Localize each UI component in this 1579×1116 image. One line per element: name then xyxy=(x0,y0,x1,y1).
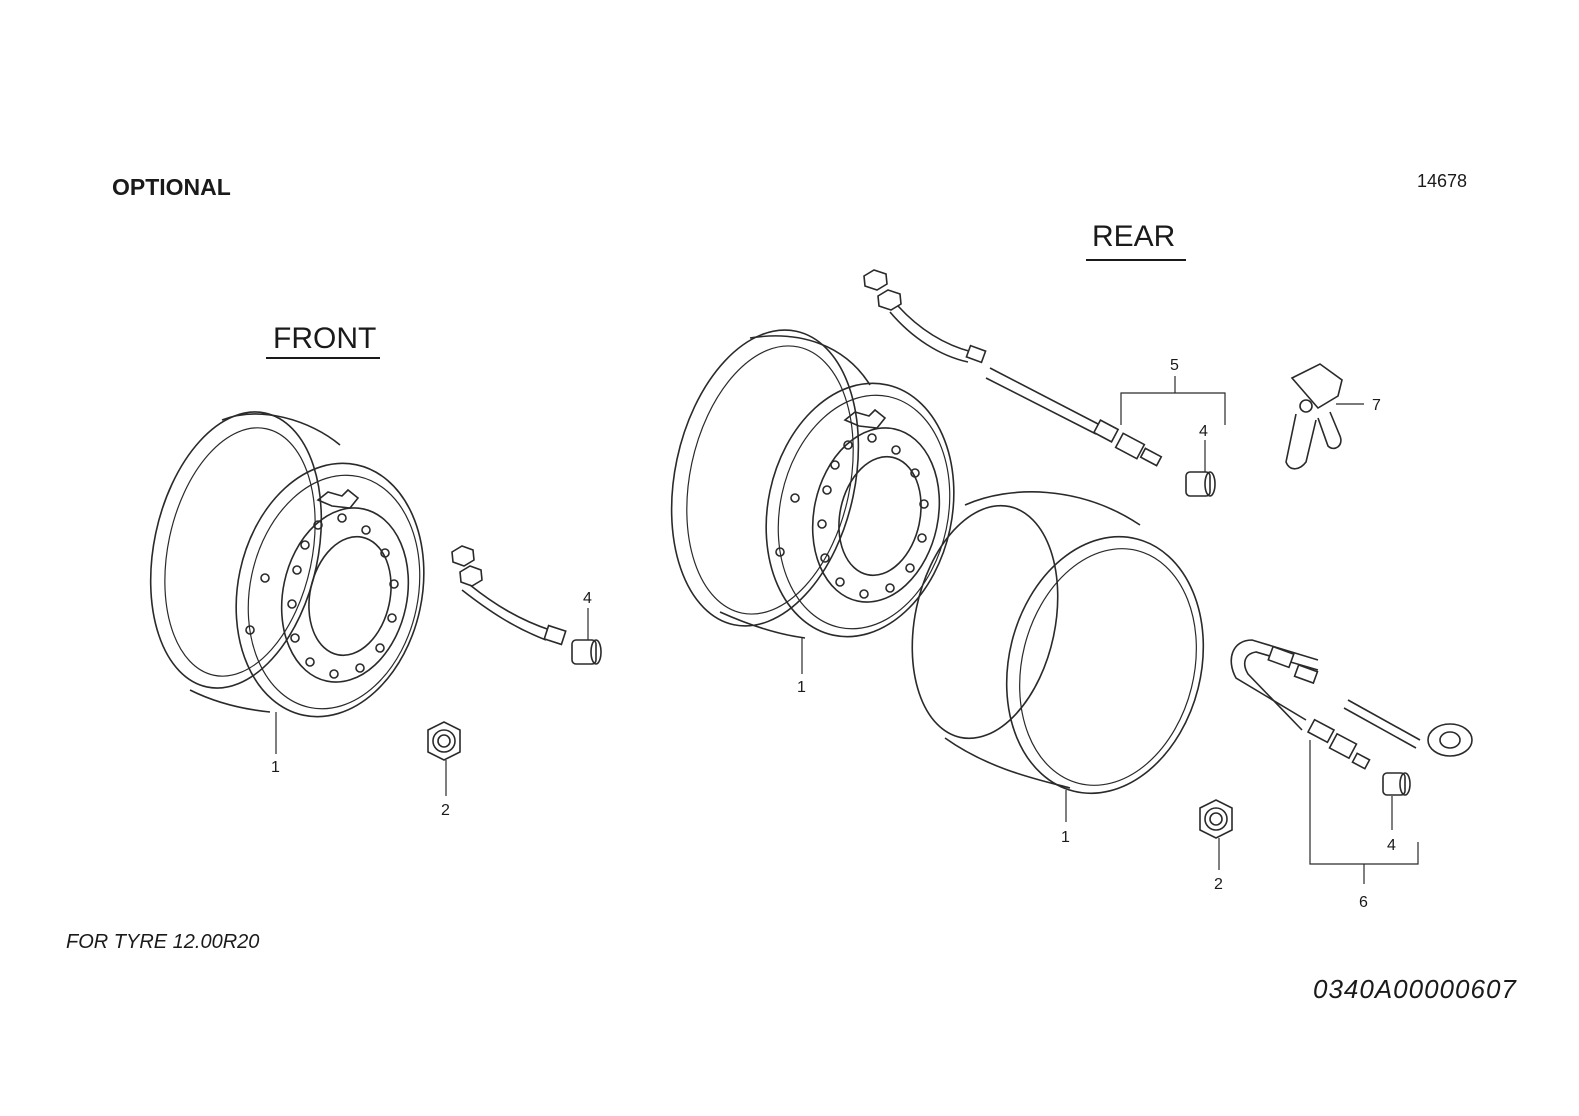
rear-upper-valve-extension xyxy=(863,269,1163,467)
front-wheel-nut xyxy=(427,721,461,761)
rear-clip-callout: 7 xyxy=(1372,397,1381,414)
rear-wheel-nut xyxy=(1199,799,1233,839)
rear-upper-extension-callout: 5 xyxy=(1170,357,1179,374)
rear-upper-cap-callout: 4 xyxy=(1199,423,1208,440)
catalog-part-number: 0340A00000607 xyxy=(1313,974,1517,1004)
rear-section-title: REAR xyxy=(1092,220,1176,253)
front-valve-extension xyxy=(451,545,567,646)
optional-label: OPTIONAL xyxy=(112,174,231,200)
rear-lower-valve-cap xyxy=(1382,772,1411,796)
rear-inner-wheel-rim xyxy=(670,329,955,639)
tyre-size-note: FOR TYRE 12.00R20 xyxy=(66,931,260,953)
rear-outer-wheel-callout: 1 xyxy=(1061,829,1070,846)
front-valve-cap xyxy=(571,639,602,665)
front-wheel-callout: 1 xyxy=(271,759,280,776)
drawing-number: 14678 xyxy=(1417,171,1468,191)
rear-inner-wheel-bolt-holes xyxy=(775,433,929,599)
rear-outer-wheel-rim xyxy=(911,491,1205,795)
rear-lower-extension-callout: 6 xyxy=(1359,894,1368,911)
rear-lower-cap-callout: 4 xyxy=(1387,837,1396,854)
front-wheel-bolt-holes xyxy=(245,513,399,679)
rear-valve-clip xyxy=(1285,363,1343,470)
front-wheel-rim xyxy=(149,411,425,718)
rear-nut-callout: 2 xyxy=(1214,876,1223,893)
front-nut-callout: 2 xyxy=(441,802,450,819)
rear-upper-extension-bracket xyxy=(1120,392,1226,425)
rear-upper-valve-cap xyxy=(1185,471,1216,497)
rear-title-underline xyxy=(1086,259,1186,261)
front-section-title: FRONT xyxy=(273,322,377,355)
front-title-underline xyxy=(266,357,380,359)
rear-inner-wheel-callout: 1 xyxy=(797,679,806,696)
front-cap-callout: 4 xyxy=(583,590,592,607)
rear-lower-valve-extension xyxy=(1230,639,1473,770)
